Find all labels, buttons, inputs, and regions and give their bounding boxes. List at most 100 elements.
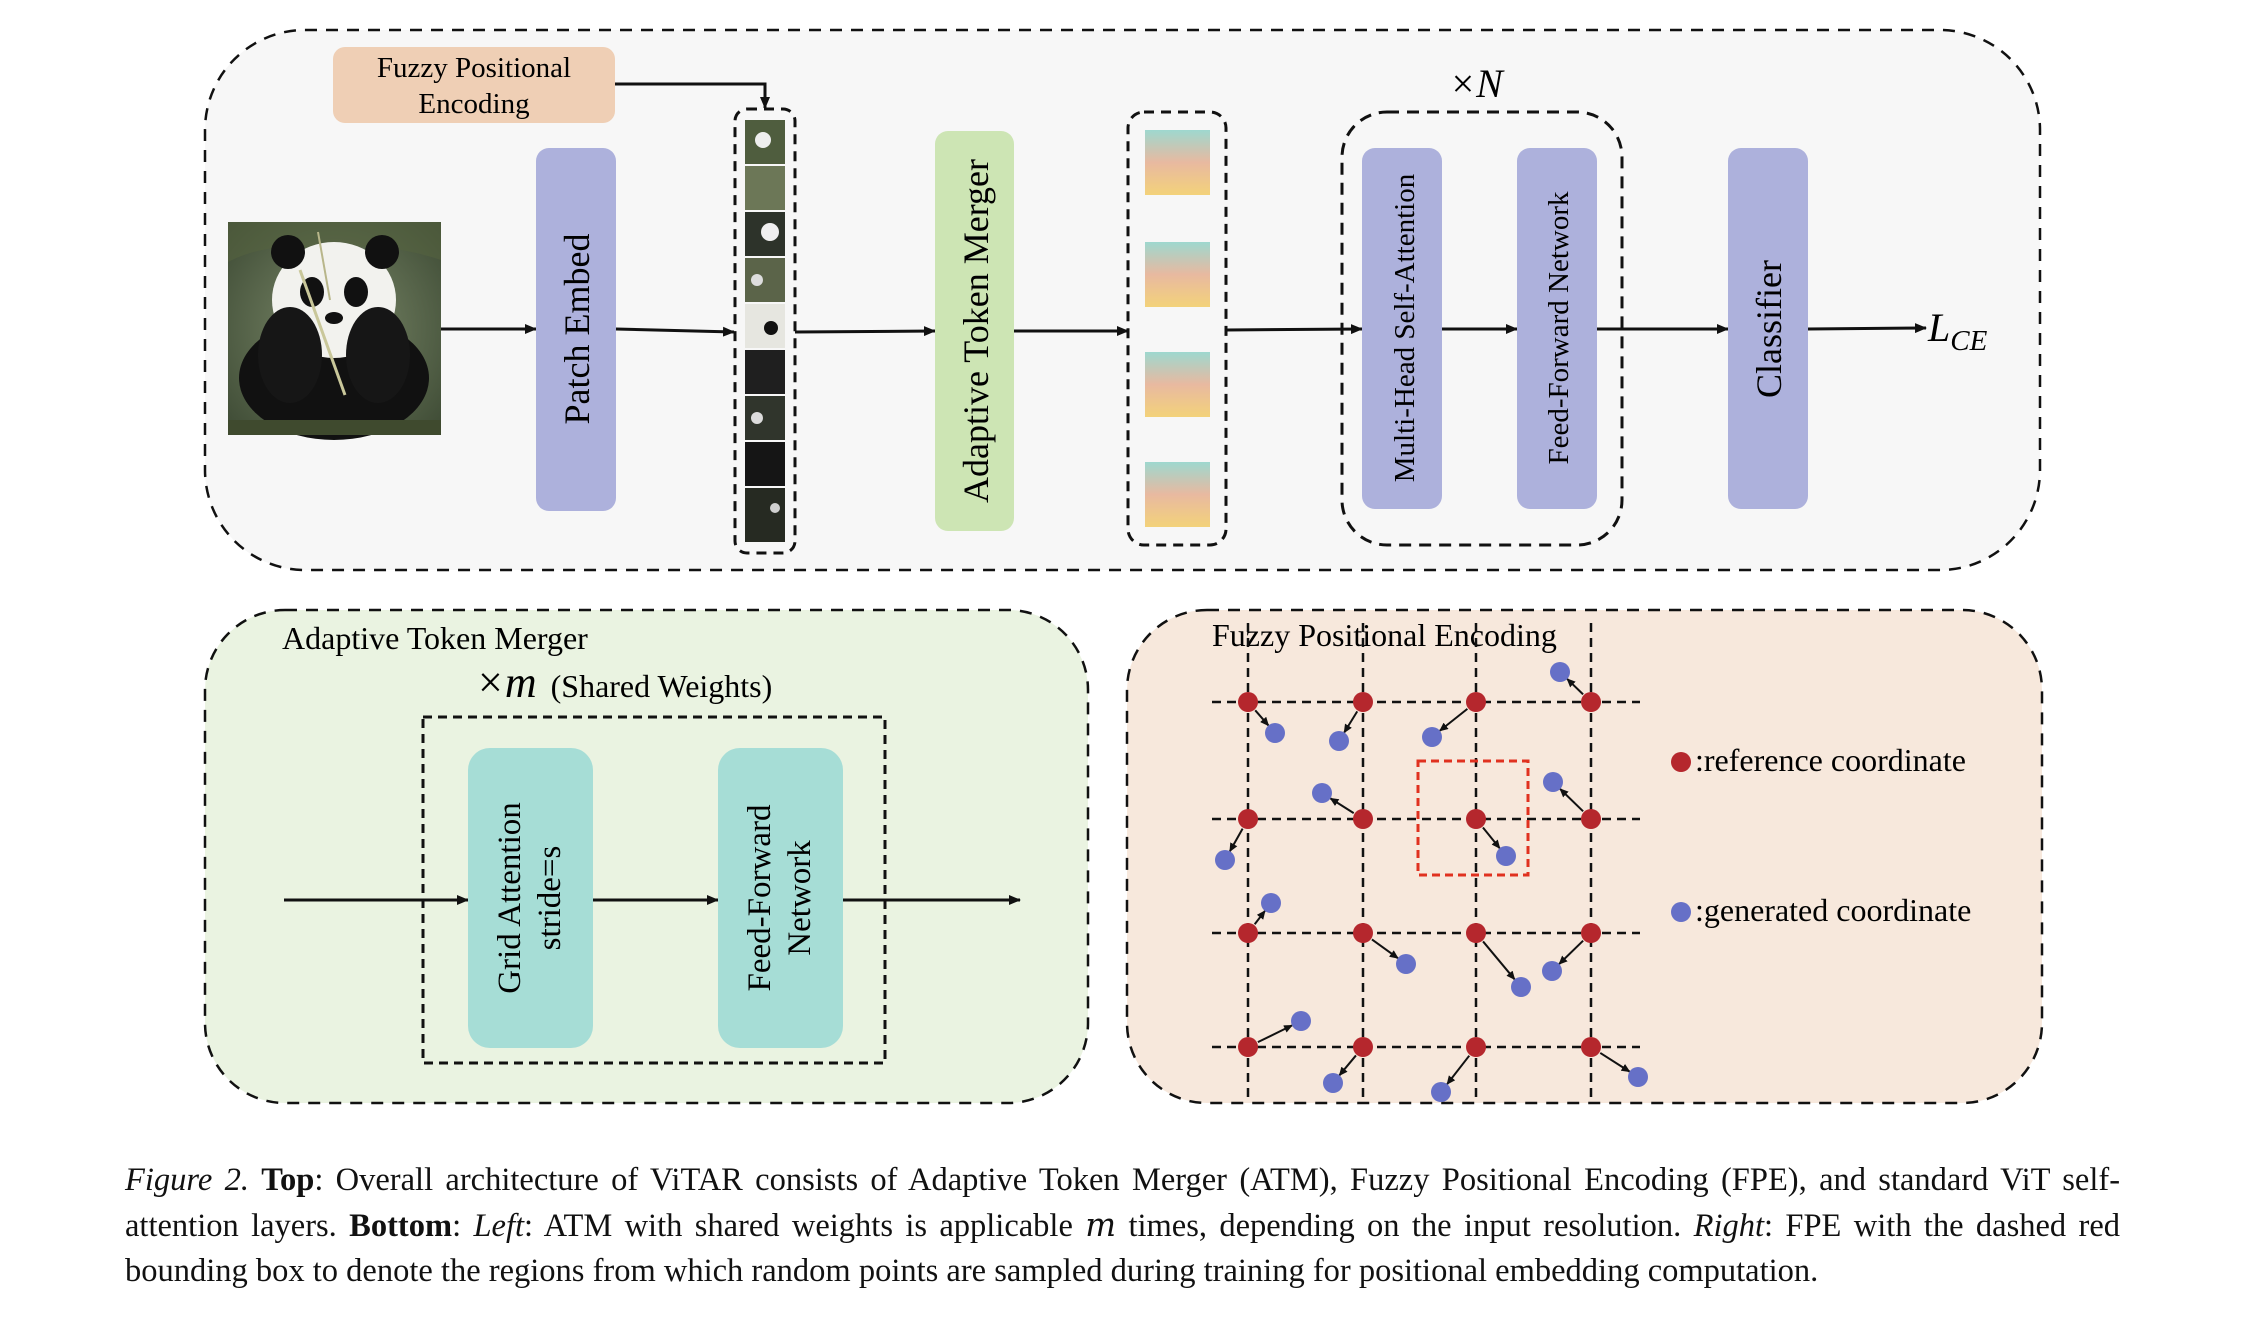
classifier-to-loss-arrow: [1807, 323, 1927, 334]
loss-subscript: CE: [1950, 325, 1987, 357]
reference-coordinate-dot: [1466, 923, 1486, 943]
patch-embed-block: [536, 148, 616, 511]
repeat-var-m: m: [505, 658, 537, 707]
offset-arrow: [1253, 910, 1266, 925]
atm-repeat-group: [421, 715, 887, 1065]
loss-main: L: [1927, 305, 1950, 350]
fpe-panel-title: Fuzzy Positional Encoding: [1212, 617, 1557, 653]
caption-bottom-label: Bottom: [349, 1208, 453, 1244]
caption-top-text: : Overall architecture of ViTAR consists…: [125, 1162, 2121, 1244]
merged-token-4: [1145, 462, 1210, 527]
merged-token-3: [1145, 352, 1210, 417]
patch-embed-to-patches-arrow: [615, 326, 735, 337]
reference-coordinate-dot: [1238, 809, 1258, 829]
caption-left-text-b: times, depending on the input resolution…: [1128, 1208, 1682, 1244]
reference-coordinate-dot: [1581, 692, 1601, 712]
grid-attention-label-line2: stride=s: [532, 846, 568, 951]
caption-left-text-a: : ATM with shared weights is applicable: [524, 1208, 1073, 1244]
generated-coordinate-dot: [1496, 846, 1516, 866]
caption-left-label: Left: [473, 1208, 525, 1244]
fpe-grid: [1212, 623, 1648, 1102]
generated-coordinate-dot: [1550, 662, 1570, 682]
atm-repeat-label: ×m (Shared Weights): [478, 658, 772, 707]
transformer-repeat-group: [1340, 110, 1624, 547]
caption-top-label: Top: [261, 1162, 315, 1198]
offset-arrow: [1558, 939, 1584, 965]
vitar-architecture-diagram: Fuzzy Positional Encoding Patch Embed: [203, 28, 2044, 1105]
reference-coordinate-dot: [1581, 809, 1601, 829]
offset-arrow: [1329, 797, 1355, 814]
reference-coordinate-dot: [1238, 692, 1258, 712]
offset-arrow: [1257, 1024, 1293, 1044]
mhsa-block: [1362, 148, 1442, 509]
legend-reference-dot: [1671, 752, 1691, 772]
classifier-block: [1728, 148, 1808, 509]
classifier-label: Classifier: [1749, 260, 1789, 398]
fpe-box-label-line1: Fuzzy Positional: [377, 52, 571, 84]
reference-coordinate-dot: [1353, 923, 1373, 943]
legend-reference-label: :reference coordinate: [1695, 742, 1966, 778]
fpe-panel: [1125, 608, 2044, 1105]
reference-coordinate-dot: [1353, 1037, 1373, 1057]
generated-coordinate-dot: [1323, 1073, 1343, 1093]
caption-left-var: m: [1085, 1206, 1117, 1244]
caption-right-label: Right: [1693, 1208, 1765, 1244]
offset-arrow: [1343, 710, 1359, 734]
generated-coordinate-dot: [1261, 893, 1281, 913]
panda-image: [228, 222, 441, 440]
figure-caption: Figure 2. Top: Overall architecture of V…: [125, 1162, 2121, 1289]
reference-coordinate-dot: [1581, 1037, 1601, 1057]
patch-embed-label: Patch Embed: [557, 234, 597, 425]
reference-coordinate-dot: [1238, 1037, 1258, 1057]
offset-arrow: [1446, 1055, 1471, 1085]
legend-generated-label: :generated coordinate: [1695, 892, 1971, 928]
atm-panel: [203, 608, 1090, 1105]
fpe-to-patches-arrow: [615, 82, 770, 109]
generated-coordinate-dot: [1265, 723, 1285, 743]
generated-coordinate-dot: [1312, 783, 1332, 803]
generated-coordinate-dot: [1511, 977, 1531, 997]
mhsa-label: Multi-Head Self-Attention: [1389, 173, 1421, 482]
atm-ffn-label-line2: Network: [782, 840, 818, 956]
grid-attention-block: [468, 748, 593, 1048]
offset-arrow: [1338, 1054, 1357, 1077]
atm-block: [935, 131, 1014, 531]
generated-coordinate-dot: [1291, 1011, 1311, 1031]
legend-generated-dot: [1671, 902, 1691, 922]
merged-token-2: [1145, 242, 1210, 307]
atm-ffn-label-line1: Feed-Forward: [742, 804, 778, 991]
atm-ffn-block: [718, 748, 843, 1048]
reference-coordinate-dot: [1353, 809, 1373, 829]
offset-arrow: [1482, 826, 1501, 850]
times-symbol: ×: [478, 658, 503, 707]
offset-arrow: [1254, 709, 1270, 727]
caption-figure-label: Figure 2.: [125, 1162, 249, 1198]
generated-coordinate-dot: [1628, 1067, 1648, 1087]
sampling-region-box: [1416, 759, 1530, 877]
fpe-box-label-line2: Encoding: [418, 88, 529, 120]
shared-weights-note: (Shared Weights): [551, 668, 773, 704]
reference-coordinate-dot: [1466, 692, 1486, 712]
offset-arrow: [1439, 708, 1469, 732]
reference-coordinate-dot: [1353, 692, 1373, 712]
generated-coordinate-dot: [1422, 727, 1442, 747]
reference-coordinate-dot: [1238, 923, 1258, 943]
reference-coordinate-dot: [1581, 923, 1601, 943]
generated-coordinate-dot: [1215, 850, 1235, 870]
reference-coordinate-dot: [1466, 809, 1486, 829]
generated-coordinate-dot: [1542, 961, 1562, 981]
loss-label: LCE: [1927, 305, 1988, 357]
merged-token-1: [1145, 130, 1210, 195]
caption-right-text: : FPE with the dashed red bounding box t…: [125, 1208, 2121, 1289]
offset-arrow: [1482, 940, 1516, 981]
offset-arrow: [1599, 1052, 1631, 1073]
reference-coordinate-dot: [1466, 1037, 1486, 1057]
tokens-to-transformer-arrow: [1225, 324, 1363, 335]
fpe-input-box: [333, 47, 615, 123]
atm-block-label: Adaptive Token Merger: [956, 159, 996, 503]
repeat-n-label: ×N: [1449, 61, 1505, 106]
generated-coordinate-dot: [1543, 772, 1563, 792]
offset-arrow: [1559, 788, 1584, 813]
grid-attention-label-line1: Grid Attention: [492, 802, 528, 994]
offset-arrow: [1566, 678, 1584, 696]
